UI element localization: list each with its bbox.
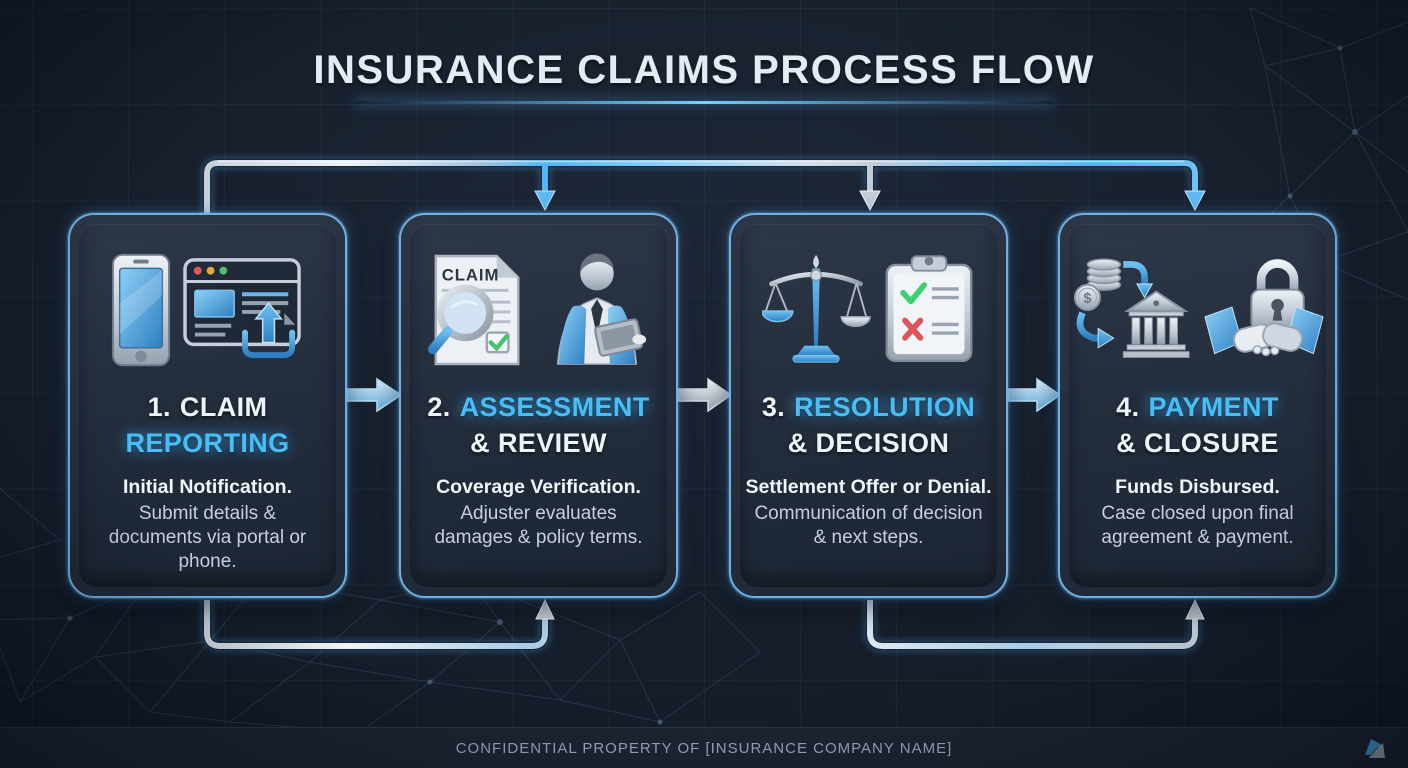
down-arrow-icon [859,190,881,212]
step-description: Coverage Verification.Adjuster evaluates… [410,475,667,549]
up-arrow-icon [1185,598,1205,620]
right-arrow-icon [1007,377,1062,413]
step-title: 2.ASSESSMENT & REVIEW [427,392,650,458]
adjuster-tablet-icon [556,253,646,365]
step-icons: $ [1071,246,1325,374]
step-description: Initial Notification.Submit details & do… [79,475,336,573]
bottom-connector-3-4 [864,598,1205,652]
step-number: 4. [1116,392,1140,422]
right-arrow-icon [677,377,733,413]
step-title: 1.CLAIM REPORTING [125,392,290,458]
step-card-4: $ [1058,213,1337,598]
brand-logo-icon [1365,739,1385,759]
balance-scale-icon [761,255,871,363]
step-number: 2. [427,392,451,422]
claim-document-magnifier-icon: CLAIM [427,254,519,366]
step-title: 4.PAYMENT & CLOSURE [1116,392,1279,458]
step-title: 3.RESOLUTION & DECISION [761,392,976,458]
step-card-3: 3.RESOLUTION & DECISION Settlement Offer… [729,213,1008,598]
step-description: Funds Disbursed.Case closed upon final a… [1069,475,1326,549]
right-arrow-icon [346,377,403,413]
down-arrow-icon [1184,190,1206,212]
step-lead: Settlement Offer or Denial. [745,476,992,499]
step-lead: Initial Notification. [123,476,292,499]
smartphone-icon [111,253,170,367]
funds-bank-icon: $ [1073,258,1190,358]
handshake-lock-icon [1203,259,1324,357]
down-arrow-icon [534,190,556,212]
step-number: 3. [761,392,786,422]
browser-upload-icon [182,258,301,359]
page-title: INSURANCE CLAIMS PROCESS FLOW [313,48,1095,92]
footer-bar: CONFIDENTIAL PROPERTY OF [INSURANCE COMP… [0,727,1408,768]
bottom-connector-1-2 [201,598,555,652]
step-icons: CLAIM [426,246,652,374]
step-lead: Funds Disbursed. [1115,476,1280,499]
step-icons [110,246,306,374]
title-underline [354,101,1054,104]
step-description: Settlement Offer or Denial.Communication… [745,476,992,548]
step-card-2: CLAIM [399,213,678,598]
up-arrow-icon [535,598,555,620]
svg-text:$: $ [1083,291,1091,307]
decision-clipboard-icon [885,255,972,363]
footer-text: CONFIDENTIAL PROPERTY OF [INSURANCE COMP… [455,740,953,757]
svg-text:CLAIM: CLAIM [441,266,499,285]
step-card-1: 1.CLAIM REPORTING Initial Notification.S… [68,213,347,598]
step-lead: Coverage Verification. [436,476,641,499]
step-number: 1. [147,392,171,422]
step-icons [761,246,976,374]
top-connector-pipe [201,157,1206,216]
